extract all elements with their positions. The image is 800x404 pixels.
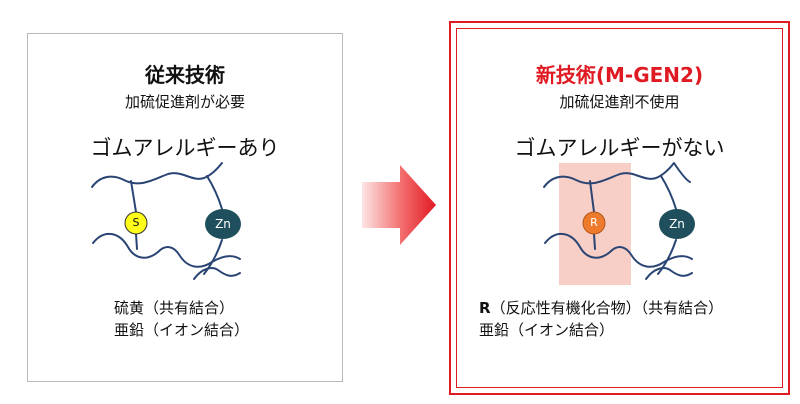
r-node — [582, 211, 606, 235]
right-arrow-gradient-icon — [362, 165, 436, 245]
zinc-bond-up-new — [660, 175, 677, 210]
r-bond-up — [589, 180, 595, 213]
conventional-allergy-note: ゴムアレルギーあり — [90, 136, 280, 160]
polymer-chain-bottom — [193, 267, 241, 280]
sulfur-bond-down — [135, 233, 138, 250]
zinc-node-left — [205, 209, 241, 239]
conventional-title: 従来技術 — [145, 63, 225, 87]
zinc-bond-down — [203, 239, 223, 275]
sulfur-node — [124, 211, 148, 235]
polymer-chain-upper — [91, 162, 223, 188]
new-tech-subtitle: 加硫促進剤不使用 — [559, 93, 680, 111]
zinc-label-left: Zn — [215, 217, 231, 231]
new-tech-title: 新技術(M-GEN2) — [535, 63, 704, 87]
new-tech-allergy-note: ゴムアレルギーがない — [514, 136, 725, 160]
new-tech-bond-line2: 亜鉛（イオン結合） — [479, 321, 615, 339]
r-bold-label: R — [479, 299, 491, 317]
new-tech-panel — [456, 28, 783, 388]
sulfur-label: S — [132, 216, 140, 229]
polymer-chain-lower — [92, 232, 241, 268]
r-bond-down — [593, 233, 596, 250]
zinc-label-right: Zn — [669, 217, 685, 231]
zinc-node-right — [659, 209, 695, 239]
conventional-panel — [27, 33, 343, 382]
new-tech-outer-frame — [449, 21, 790, 395]
new-tech-bond-line1-rest: （反応性有機化合物）（共有結合） — [490, 299, 724, 317]
sulfur-bond-up — [130, 180, 137, 213]
zinc-bond-down-new — [657, 239, 677, 275]
polymer-chain-bottom-new — [645, 267, 693, 280]
conventional-bond-line1: 硫黄（共有結合） — [114, 299, 235, 317]
zinc-bond-up — [206, 175, 223, 210]
conventional-bond-line2: 亜鉛（イオン結合） — [114, 321, 250, 339]
new-tech-bond-line1: R（反応性有機化合物）（共有結合） — [479, 297, 723, 318]
conventional-subtitle: 加硫促進剤が必要 — [124, 93, 245, 111]
polymer-chain-upper-new — [543, 162, 691, 188]
r-label: R — [590, 216, 598, 229]
